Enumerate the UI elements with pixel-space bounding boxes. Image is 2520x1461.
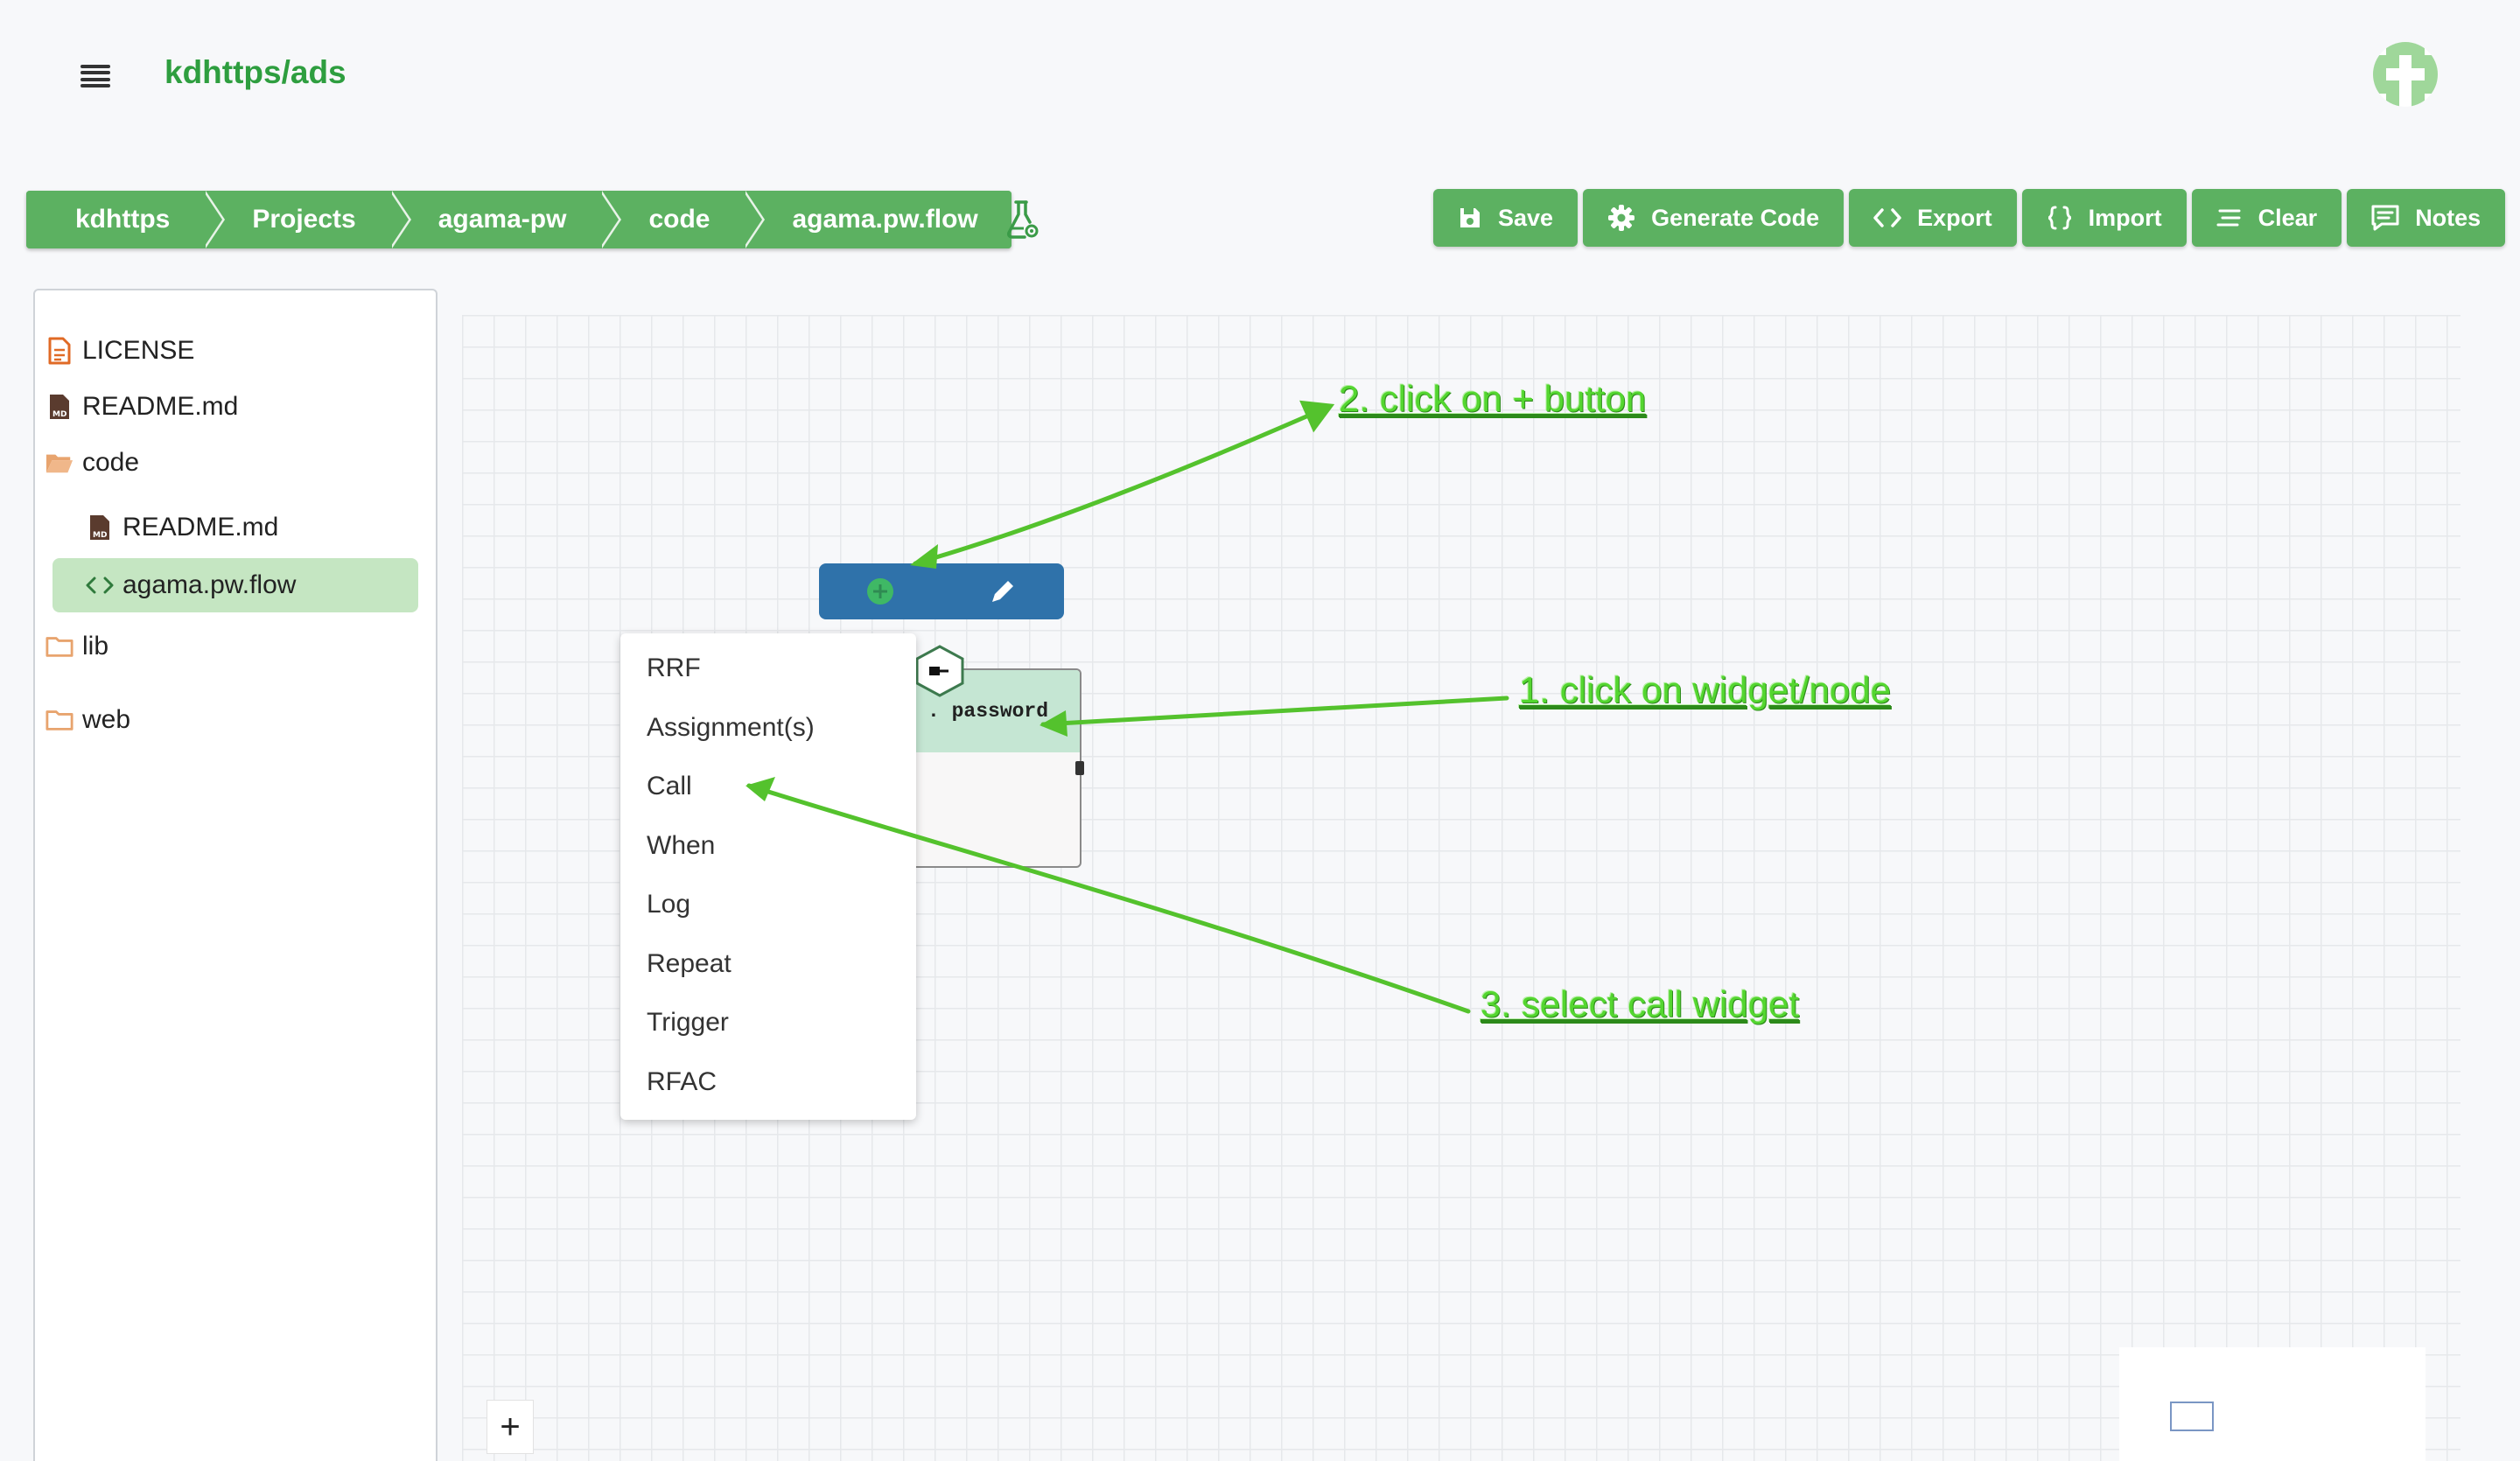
code-icon bbox=[86, 570, 114, 600]
annotation-step3: 3. select call widget bbox=[1480, 983, 1800, 1024]
breadcrumb-item-file[interactable]: agama.pw.flow bbox=[743, 191, 1012, 248]
clear-icon bbox=[2216, 209, 2241, 227]
annotation-step1: 1. click on widget/node bbox=[1519, 669, 1891, 710]
tree-item-label: README.md bbox=[122, 513, 279, 542]
node-type-icon bbox=[915, 645, 964, 697]
breadcrumb-item-kdhttps[interactable]: kdhttps bbox=[26, 191, 226, 248]
flask-icon[interactable] bbox=[1004, 199, 1040, 240]
gear-icon bbox=[1608, 205, 1635, 231]
notes-button[interactable]: Notes bbox=[2347, 189, 2506, 247]
node-toolbar bbox=[819, 563, 1064, 619]
file-tree bbox=[33, 289, 438, 1461]
edit-node-button[interactable] bbox=[988, 577, 1018, 606]
add-node-button[interactable] bbox=[865, 577, 895, 606]
tree-item-label: web bbox=[82, 705, 131, 734]
tree-item-license[interactable]: LICENSE bbox=[46, 336, 194, 366]
clear-button[interactable]: Clear bbox=[2191, 189, 2342, 247]
menu-item-assignment[interactable]: Assignment(s) bbox=[647, 712, 815, 742]
folder-icon bbox=[46, 705, 74, 735]
code-icon bbox=[1873, 208, 1901, 227]
node-type-menu: RRF Assignment(s) Call When Log Repeat T… bbox=[620, 633, 916, 1120]
notes-icon bbox=[2371, 205, 2399, 231]
minimap-viewport[interactable] bbox=[2170, 1402, 2214, 1431]
markdown-file-icon: MD bbox=[46, 392, 74, 422]
avatar[interactable] bbox=[2373, 42, 2438, 107]
menu-item-call[interactable]: Call bbox=[647, 772, 692, 800]
node-output-port[interactable] bbox=[1075, 761, 1084, 775]
breadcrumb-item-projects[interactable]: Projects bbox=[203, 191, 412, 248]
tree-item-folder-lib[interactable]: lib bbox=[46, 632, 108, 661]
menu-item-trigger[interactable]: Trigger bbox=[647, 1008, 729, 1037]
tree-item-folder-code[interactable]: code bbox=[46, 448, 139, 478]
flow-node[interactable]: . password bbox=[906, 668, 1082, 868]
breadcrumb-item-code[interactable]: code bbox=[599, 191, 766, 248]
tree-item-label: lib bbox=[82, 632, 109, 661]
annotation-step2: 2. click on + button bbox=[1339, 378, 1647, 419]
notes-button-label: Notes bbox=[2415, 204, 2482, 231]
hamburger-menu-icon[interactable] bbox=[80, 65, 110, 87]
app-title: kdhttps/ads bbox=[164, 54, 346, 90]
breadcrumb: kdhttps Projects agama-pw code agama.pw.… bbox=[26, 191, 1012, 248]
node-label: . password bbox=[928, 700, 1049, 723]
import-button[interactable]: Import bbox=[2021, 189, 2187, 247]
generate-code-button[interactable]: Generate Code bbox=[1583, 189, 1844, 247]
document-icon bbox=[46, 336, 74, 366]
markdown-file-icon: MD bbox=[86, 513, 114, 542]
tree-item-folder-web[interactable]: web bbox=[46, 705, 130, 735]
breadcrumb-item-project[interactable]: agama-pw bbox=[388, 191, 622, 248]
menu-item-rrf[interactable]: RRF bbox=[647, 654, 701, 682]
tree-item-readme[interactable]: MD README.md bbox=[46, 392, 238, 422]
export-button-label: Export bbox=[1917, 204, 1992, 231]
minimap[interactable] bbox=[2119, 1347, 2426, 1461]
braces-icon bbox=[2048, 206, 2071, 230]
menu-item-rfac[interactable]: RFAC bbox=[647, 1066, 718, 1096]
clear-button-label: Clear bbox=[2258, 204, 2318, 231]
tree-item-flow-file[interactable]: agama.pw.flow bbox=[52, 558, 418, 612]
import-button-label: Import bbox=[2088, 204, 2162, 231]
svg-text:MD: MD bbox=[93, 531, 107, 540]
save-icon bbox=[1460, 208, 1480, 227]
generate-code-button-label: Generate Code bbox=[1651, 204, 1820, 231]
save-button[interactable]: Save bbox=[1433, 189, 1578, 247]
tree-item-label: README.md bbox=[82, 392, 239, 421]
save-button-label: Save bbox=[1498, 204, 1554, 231]
tree-item-label: LICENSE bbox=[82, 336, 195, 365]
svg-text:MD: MD bbox=[52, 410, 66, 419]
menu-item-repeat[interactable]: Repeat bbox=[647, 948, 732, 978]
tree-item-code-readme[interactable]: MD README.md bbox=[86, 513, 278, 542]
toolbar: Save Generate Code Export Import Clear N… bbox=[1433, 189, 2506, 247]
tree-item-label: agama.pw.flow bbox=[122, 570, 297, 599]
folder-open-icon bbox=[46, 448, 74, 478]
folder-icon bbox=[46, 632, 74, 661]
tree-item-label: code bbox=[82, 448, 140, 477]
menu-item-when[interactable]: When bbox=[647, 830, 716, 860]
menu-item-log[interactable]: Log bbox=[647, 890, 691, 919]
export-button[interactable]: Export bbox=[1849, 189, 2017, 247]
zoom-in-button[interactable]: + bbox=[486, 1400, 534, 1454]
